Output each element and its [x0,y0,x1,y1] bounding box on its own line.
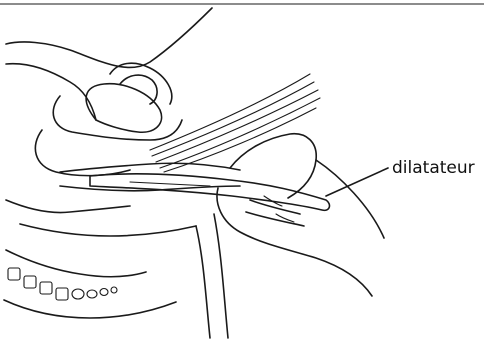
sacrum-outline [4,300,176,318]
leg-outline-left [196,226,210,338]
canal-lower [60,186,240,191]
hand-thumb [230,134,316,198]
speculum-handle-1 [150,74,310,150]
uterus-inner [110,63,172,104]
hand-finger-2 [246,212,304,226]
perineum-outline [6,200,130,213]
bladder-fold [53,96,182,140]
speculum-handle-2 [152,82,314,156]
speculum-handle-5 [164,108,316,172]
dilator-ridge [130,182,210,186]
abdomen-outline [6,8,212,67]
dilator-label: dilatateur [392,160,475,177]
label-pointer-line [326,168,388,196]
spine-vertebrae [8,268,117,300]
canal-upper [60,163,240,172]
uterus-fold [86,84,161,133]
hand-wrist [316,160,384,238]
dilator-instrument [90,174,329,210]
buttock-outline [6,250,146,277]
speculum-handle-3 [156,90,318,162]
leg-outline-right [214,214,228,338]
abdomen-inner-outline [6,64,96,120]
rectum-outline [20,224,196,236]
